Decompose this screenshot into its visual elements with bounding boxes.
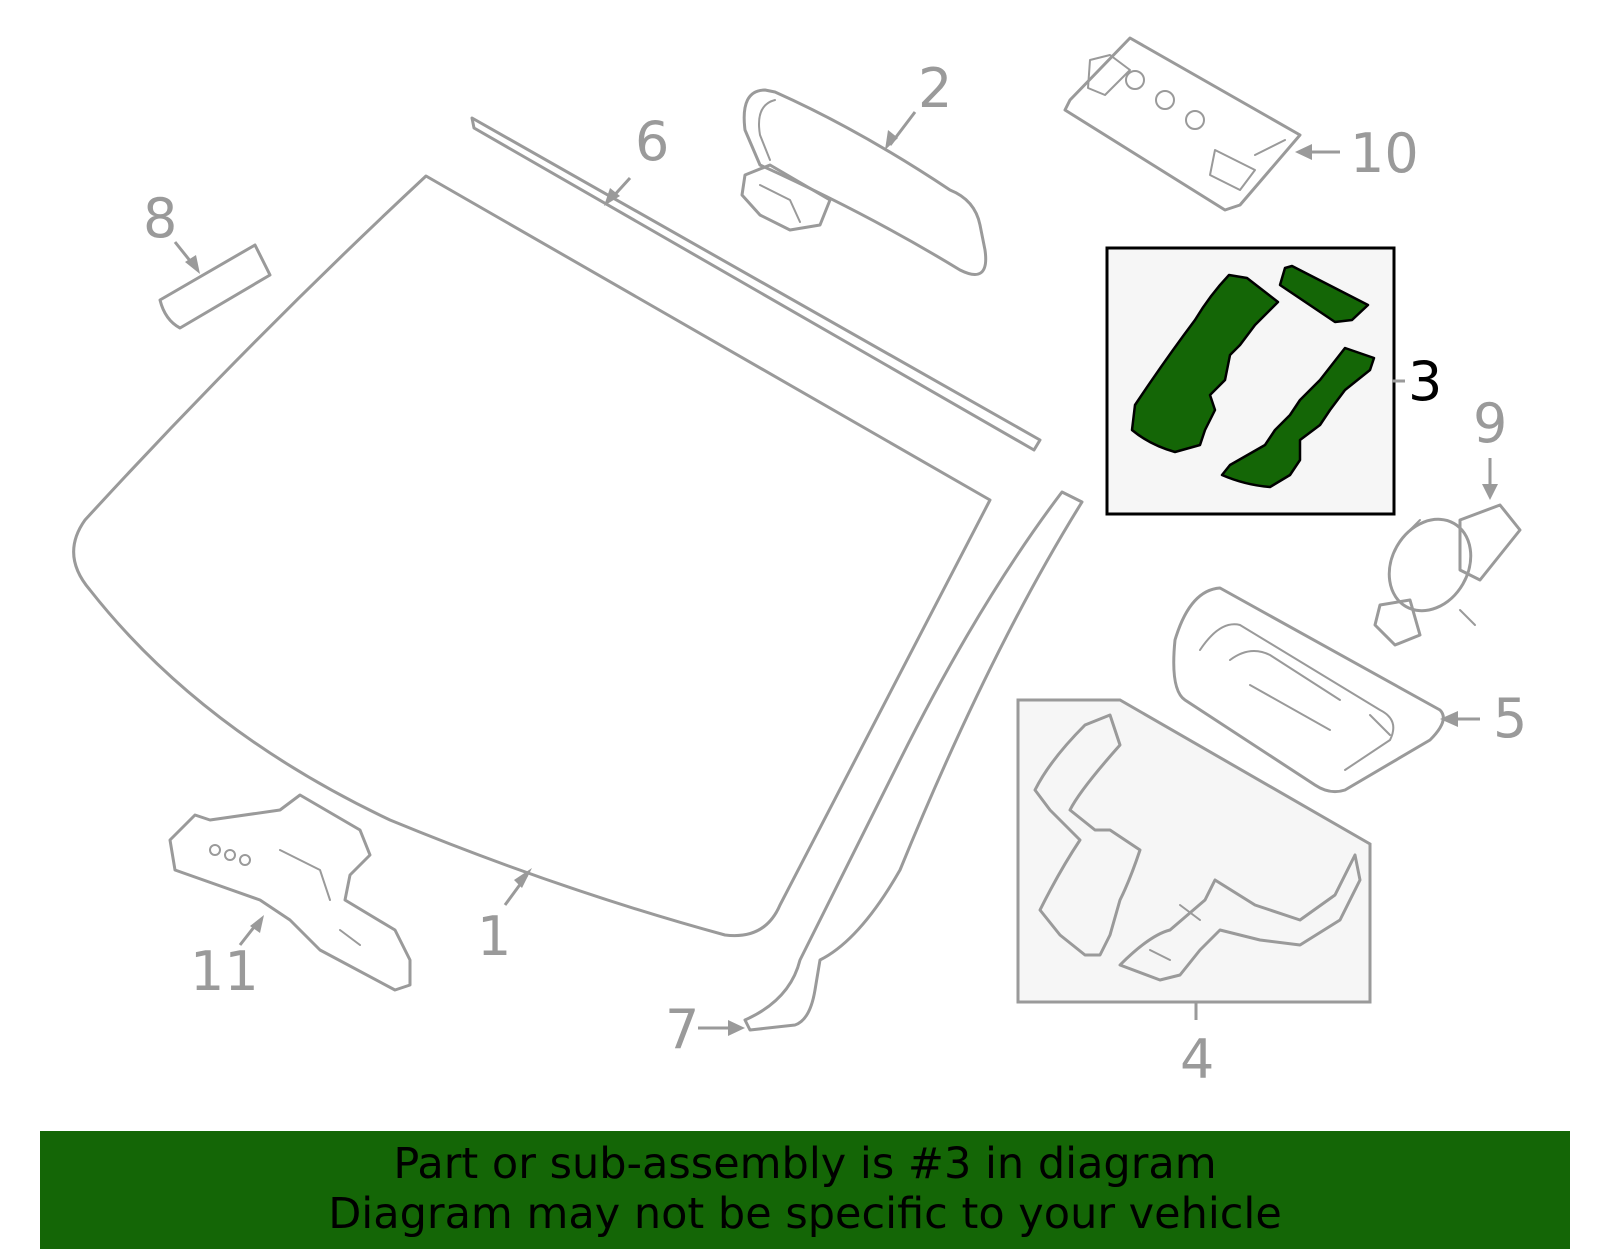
callout-7: 7 bbox=[665, 998, 699, 1061]
banner-line-2: Diagram may not be specific to your vehi… bbox=[328, 1189, 1282, 1239]
windshield-part bbox=[72, 174, 992, 938]
highlighted-part-3 bbox=[1105, 246, 1396, 516]
callout-1: 1 bbox=[477, 905, 511, 968]
rain-sensor-part bbox=[1373, 503, 1522, 647]
side-molding-part bbox=[743, 490, 1084, 1032]
callout-11: 11 bbox=[190, 940, 259, 1003]
callout-2: 2 bbox=[918, 57, 952, 120]
trim-piece-part bbox=[158, 243, 272, 330]
rearview-mirror-part bbox=[740, 88, 988, 276]
callout-3: 3 bbox=[1408, 350, 1442, 413]
leader-lines bbox=[173, 111, 1498, 1036]
callout-8: 8 bbox=[143, 187, 177, 250]
parts-diagram: 1 2 3 4 5 6 7 8 9 10 11 bbox=[72, 36, 1527, 1091]
inset-box-4 bbox=[1016, 698, 1372, 1004]
upper-molding-part bbox=[470, 116, 1042, 452]
banner-line-1: Part or sub-assembly is #3 in diagram bbox=[393, 1139, 1217, 1189]
info-banner: Part or sub-assembly is #3 in diagram Di… bbox=[40, 1131, 1570, 1249]
callout-6: 6 bbox=[635, 110, 669, 173]
callout-5: 5 bbox=[1493, 687, 1527, 750]
callout-4: 4 bbox=[1180, 1028, 1214, 1091]
mounting-bracket-part bbox=[168, 793, 412, 992]
callout-9: 9 bbox=[1473, 392, 1507, 455]
overhead-cover-part bbox=[1172, 586, 1445, 794]
callout-10: 10 bbox=[1350, 122, 1419, 185]
overhead-console-part bbox=[1063, 36, 1302, 212]
